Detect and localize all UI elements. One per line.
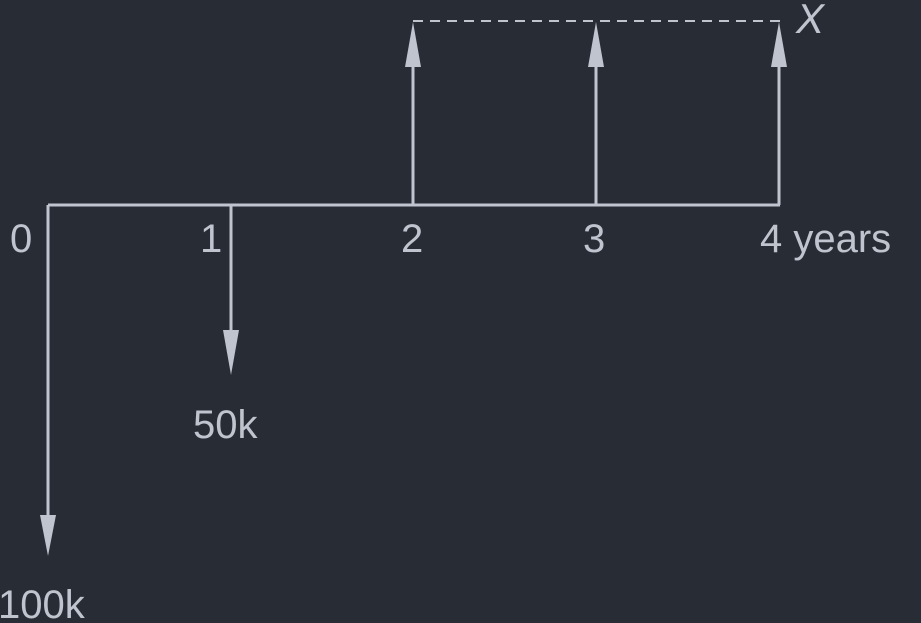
outflow-arrow-1 [223,205,239,375]
outflow-arrow-0 [40,205,56,556]
inflow-arrow-4 [771,22,787,205]
outflow-label-1: 50k [193,403,258,447]
period-label-4: 4 years [760,217,891,261]
outflow-label-0: 100k [0,583,86,623]
period-label-0: 0 [10,217,32,261]
period-label-2: 2 [401,217,423,261]
period-label-3: 3 [583,217,605,261]
inflow-label-x: X [795,0,826,42]
inflow-arrow-2 [405,22,421,205]
period-label-1: 1 [200,217,222,261]
inflow-arrow-3 [588,22,604,205]
